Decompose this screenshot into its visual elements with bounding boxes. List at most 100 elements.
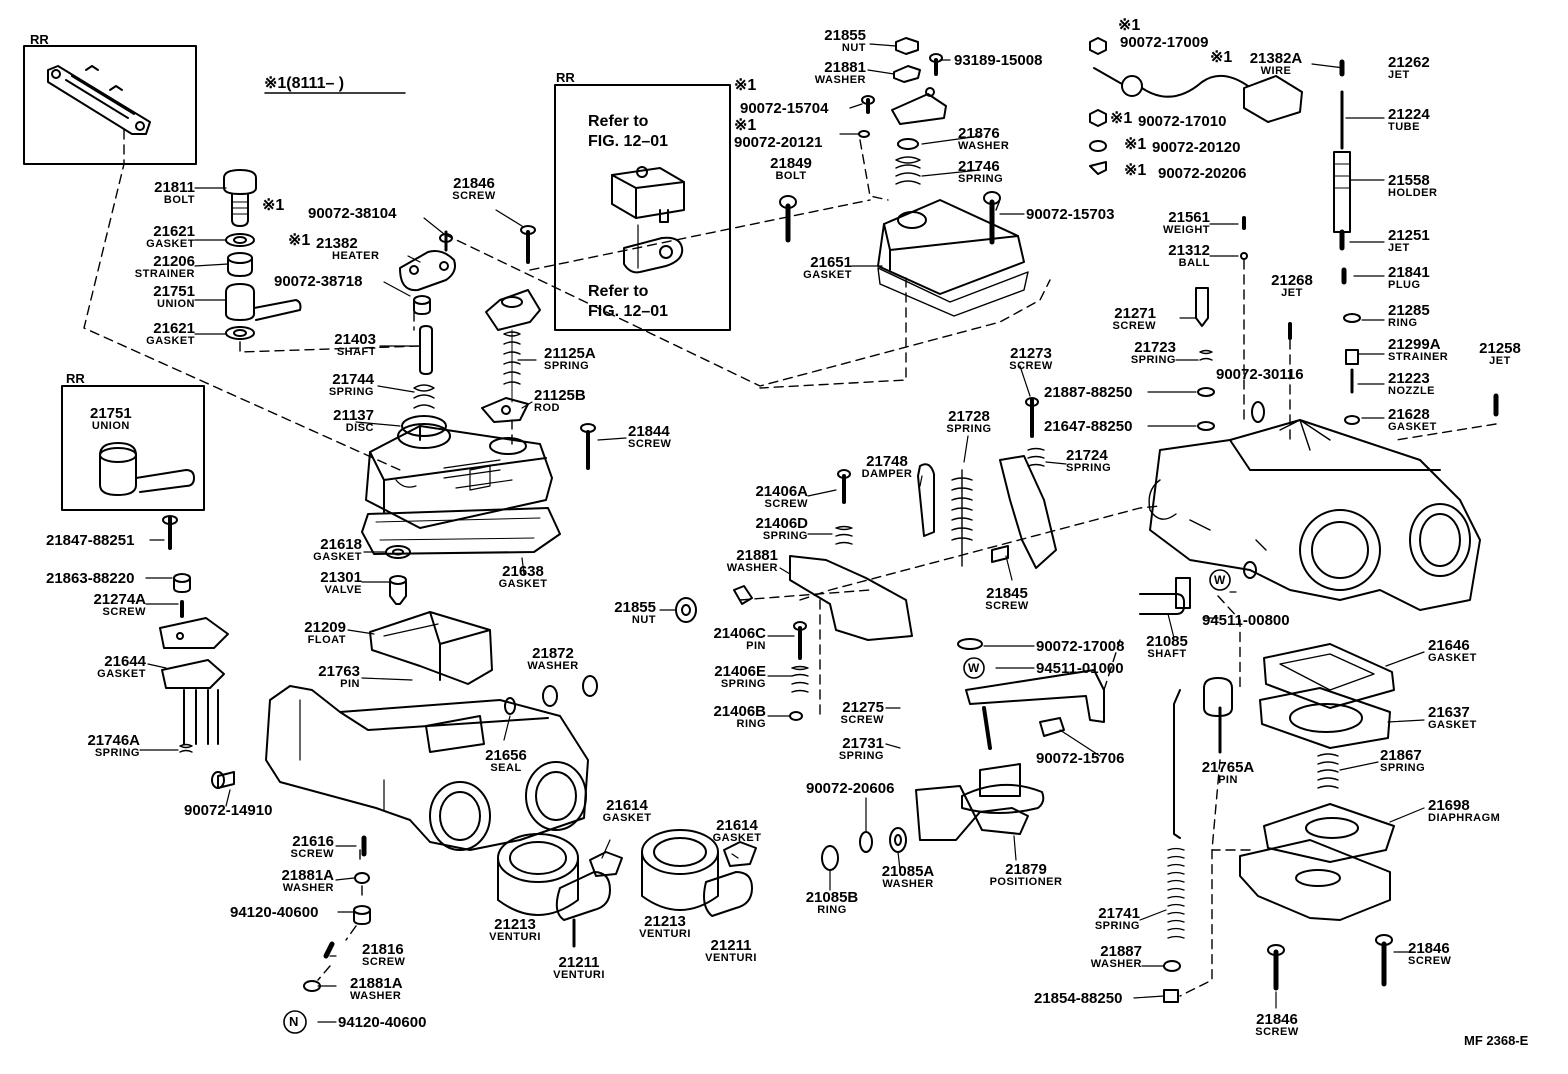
air-horn-drawing [361, 225, 596, 555]
part-label-90072-20121: 90072-20121 [734, 134, 823, 151]
star-mark: ※1 [1124, 162, 1147, 179]
refer-box [554, 84, 731, 331]
part-label-21647-88250: 21647-88250 [1044, 418, 1133, 435]
w-marker-circle-2 [1209, 569, 1231, 591]
part-label-90072-38104: 90072-38104 [308, 205, 397, 222]
part-label-94511-01000: 94511-01000 [1036, 660, 1124, 677]
n-marker-circle [283, 1010, 307, 1034]
star-mark: ※1 [1210, 49, 1233, 66]
part-label-94120-40600-lower: 94120-40600 [338, 1014, 427, 1031]
left-stack-drawing [223, 169, 302, 340]
part-label-90072-17008: 90072-17008 [1036, 638, 1125, 655]
part-label-21887-88250: 21887-88250 [1044, 384, 1133, 401]
rr-label-top: RR [30, 32, 49, 47]
figure-code: MF 2368-E [1464, 1033, 1529, 1048]
rr-box-top [23, 45, 197, 165]
heater-drawing [399, 230, 456, 315]
star-mark: ※1 [288, 232, 311, 249]
float-bowl-drawing [265, 675, 598, 992]
star-mark: ※1 [262, 197, 285, 214]
star-mark: ※1 [734, 77, 757, 94]
w-marker: W [968, 661, 980, 675]
part-label-90072-38718: 90072-38718 [274, 273, 363, 290]
rr-label-center: RR [556, 70, 575, 85]
lower-right-drawing [1139, 577, 1395, 1003]
rr-label-left: RR [66, 371, 85, 386]
part-label-90072-17009: 90072-17009 [1120, 34, 1209, 51]
n-marker: N [289, 1014, 299, 1029]
header-note: ※1(8111– ) [264, 75, 345, 92]
part-label-90072-15706: 90072-15706 [1036, 750, 1125, 767]
star-mark: ※1 [1124, 136, 1147, 153]
part-label-90072-17010: 90072-17010 [1138, 113, 1227, 130]
part-label-90072-20206: 90072-20206 [1158, 165, 1247, 182]
part-label-21854-88250: 21854-88250 [1034, 990, 1123, 1007]
part-label-90072-30116: 90072-30116 [1216, 366, 1304, 383]
part-label-94120-40600: 94120-40600 [230, 904, 319, 921]
float-drawing [369, 545, 493, 685]
venturi-drawing [497, 829, 757, 948]
part-label-90072-20606: 90072-20606 [806, 780, 895, 797]
rr-box-left [61, 385, 205, 511]
